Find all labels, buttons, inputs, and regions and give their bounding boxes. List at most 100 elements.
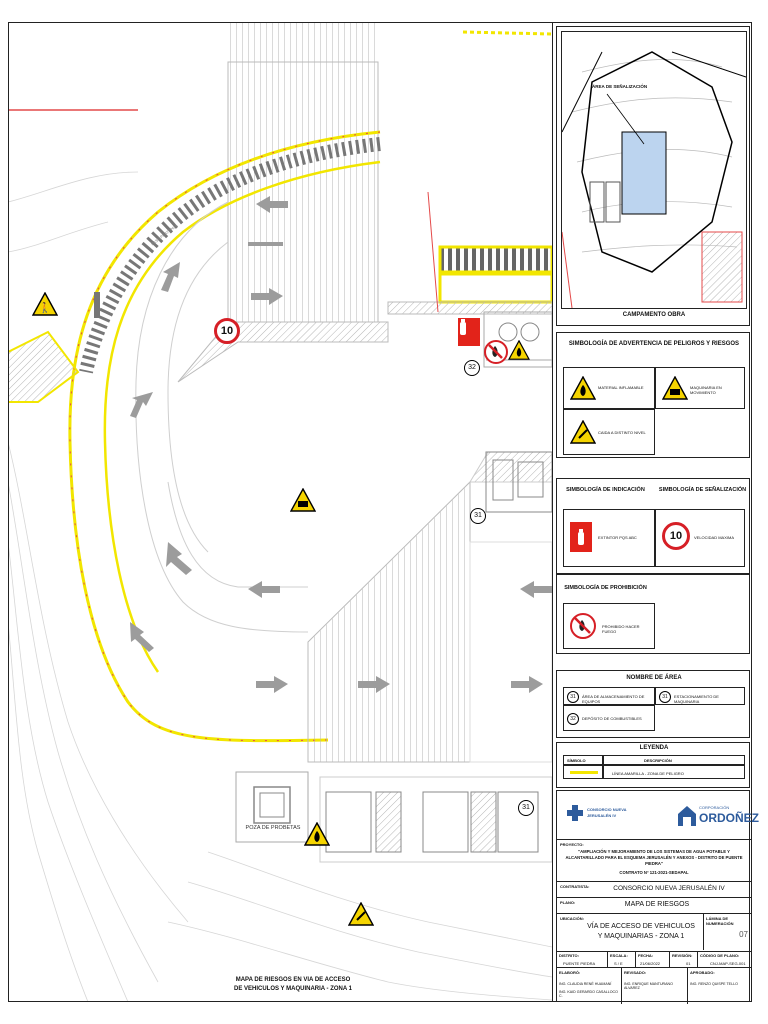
location-row: UBICACIÓN: VÍA DE ACCESO DE VEHICULOS Y … — [557, 913, 751, 950]
legend-panel: LEYENDA SÍMBOLO DESCRIPCIÓN LÍNEA AMARIL… — [556, 742, 750, 788]
area-names-panel: NOMBRE DE ÁREA 31 ÁREA DE ALMACENAMIENTO… — [556, 670, 750, 738]
flammable-icon — [570, 376, 596, 400]
area-name-item: 32 DEPÓSITO DE COMBUSTIBLES — [563, 705, 655, 731]
plan-caption-line1: MAPA DE RIESGOS EN VIA DE ACCESO — [235, 977, 351, 983]
contractor-value: CONSORCIO NUEVA JERUSALÉN IV — [613, 885, 725, 892]
area-name-label: ÁREA DE ALMACENAMIENTO DE EQUIPOS — [582, 694, 645, 704]
drawn-cell: ELABORÓ: ING. CLAUDIA RENÉ HUAMANÍ ING. … — [557, 968, 621, 1004]
legend-row-description: LÍNEA AMARILLA - ZONA DE PELIGRO — [603, 765, 745, 779]
indication-label: EXTINTOR PQS ABC — [598, 535, 637, 540]
location-map-caption: CAMPAMENTO OBRA — [622, 312, 686, 318]
hazard-item-fall: CAIDA A DISTINTO NIVEL — [563, 409, 655, 455]
scale-cell: ESCALA: S / E — [607, 952, 636, 968]
approved-cell: APROBADO: ING. RENZO QUISPE TELLO — [687, 968, 752, 1004]
hazard-label: MATERIAL INFLAMABLE — [598, 385, 644, 390]
legend-row-symbol — [563, 765, 603, 779]
contractor-label: CONTRATISTA: — [560, 884, 590, 889]
area-num-badge: 31 — [659, 691, 671, 703]
area-num-badge: 32 — [567, 713, 579, 725]
date-cell: FECHA: 21/06/2022 — [635, 952, 670, 968]
corp-big-text: ORDOÑEZ — [699, 811, 759, 825]
revision-value: 01 — [686, 961, 691, 966]
approved-label: APROBADO: — [690, 970, 715, 975]
approver-name: ING. RENZO QUISPE TELLO — [690, 982, 738, 986]
reviewed-label: REVISADO: — [624, 970, 647, 975]
revision-label: REVISIÓN: — [672, 953, 693, 958]
house-icon — [678, 806, 696, 826]
area-name-label: ESTACIONAMIENTO DE MAQUINARIA — [674, 694, 719, 704]
code-label: CÓDIGO DE PLANO: — [700, 953, 740, 958]
speed-limit-value: 10 — [220, 325, 234, 337]
plan-drawing: PASE PEATONAL 🚶 10 32 31 31 POZA DE PROB… — [8, 22, 552, 1002]
area-name-item: 31 ESTACIONAMIENTO DE MAQUINARIA — [655, 687, 745, 705]
speed-limit-sign: 10 — [214, 318, 240, 344]
contractor-row: CONTRATISTA: CONSORCIO NUEVA JERUSALÉN I… — [557, 881, 751, 896]
location-line2: Y MAQUINARIAS - ZONA 1 — [597, 933, 685, 940]
project-block: PROYECTO: "AMPLIACIÓN Y MEJORAMIENTO DE … — [557, 839, 751, 880]
legend-header-description: DESCRIPCIÓN — [603, 755, 745, 765]
prohibition-item: PROHIBIDO HACER FUEGO — [563, 603, 655, 649]
no-fire-icon — [570, 613, 596, 639]
code-cell: CÓDIGO DE PLANO: CNJ-MAP-SEG-001 — [697, 952, 752, 968]
plan-caption: MAPA DE RIESGOS EN VIA DE ACCESO DE VEHI… — [218, 976, 368, 994]
district-value: PUENTE PIEDRA — [563, 961, 596, 966]
prohibition-panel: SIMBOLOGÍA DE PROHIBICIÓN PROHIBIDO HACE… — [556, 574, 750, 654]
hazard-label: CAIDA A DISTINTO NIVEL — [598, 430, 646, 435]
consortium-logo: CONSORCIO NUEVA JERUSALÉN IV — [563, 797, 653, 835]
area-number-badge: 31 — [470, 508, 486, 524]
hazard-item-machinery: MAQUINARIA EN MOVIMIENTO — [655, 367, 745, 409]
meta-row: DISTRITO: PUENTE PIEDRA ESCALA: S / E FE… — [557, 951, 751, 968]
sheet-label: LÁMINA DE NUMERACIÓN — [706, 916, 734, 926]
hazard-warnings-panel: SIMBOLOGÍA DE ADVERTENCIA DE PELIGROS Y … — [556, 332, 750, 458]
reviewer-name: ING. ENRIQUE MANTURANO ALVAREZ — [624, 982, 673, 990]
location-label: UBICACIÓN: — [560, 916, 584, 921]
signage-label: VELOCIDAD MAXIMA — [694, 535, 735, 540]
machinery-icon — [662, 376, 688, 400]
legend-col-symbol: SÍMBOLO — [567, 758, 586, 763]
corp-small-text: CORPORACIÓN — [699, 805, 730, 810]
sheet-frame — [8, 22, 752, 1002]
corporation-logo: CORPORACIÓN ORDOÑEZ — [677, 799, 759, 833]
sheet-divider — [552, 22, 553, 1002]
prohibition-title: SIMBOLOGÍA DE PROHIBICIÓN — [564, 585, 647, 591]
district-label: DISTRITO: — [559, 953, 579, 958]
consortium-logo-text: CONSORCIO NUEVA JERUSALÉN IV — [587, 807, 627, 818]
code-value: CNJ-MAP-SEG-001 — [710, 961, 746, 966]
signage-title: SIMBOLOGÍA DE SEÑALIZACIÓN — [658, 487, 747, 493]
drawn-label: ELABORÓ: — [559, 970, 581, 975]
speed-limit-icon: 10 — [662, 522, 690, 550]
signatures-row: ELABORÓ: ING. CLAUDIA RENÉ HUAMANÍ ING. … — [557, 967, 751, 1004]
location-map-panel: ÁREA DE SEÑALIZACIÓN CAMPAMENTO OBRA — [556, 26, 750, 326]
plan-row: PLANO: MAPA DE RIESGOS — [557, 897, 751, 912]
location-line1: VÍA DE ACCESO DE VEHICULOS — [587, 923, 695, 930]
plan-caption-line2: DE VEHICULOS Y MAQUINARIA - ZONA 1 — [233, 986, 352, 992]
legend-col-description: DESCRIPCIÓN — [644, 758, 672, 763]
date-value: 21/06/2022 — [640, 961, 661, 966]
prohibition-label: PROHIBIDO HACER FUEGO — [602, 624, 640, 634]
signage-item: 10 VELOCIDAD MAXIMA — [655, 509, 745, 567]
sheet-cell: LÁMINA DE NUMERACIÓN 07 — [703, 914, 752, 950]
extinguisher-icon — [570, 522, 592, 552]
pool-label: POZA DE PROBETAS — [245, 825, 301, 831]
location-map: ÁREA DE SEÑALIZACIÓN — [561, 31, 747, 309]
title-block: CONSORCIO NUEVA JERUSALÉN IV CORPORACIÓN… — [556, 790, 759, 1004]
district-cell: DISTRITO: PUENTE PIEDRA — [557, 952, 607, 968]
area-name-label: DEPÓSITO DE COMBUSTIBLES — [582, 716, 642, 721]
legend-row-label: LÍNEA AMARILLA - ZONA DE PELIGRO — [612, 771, 684, 776]
signage-area-callout: ÁREA DE SEÑALIZACIÓN — [592, 84, 648, 89]
area-number-badge: 31 — [518, 800, 534, 816]
scale-label: ESCALA: — [610, 953, 628, 958]
sheet-number: 07 — [739, 930, 748, 939]
area-num-badge: 31 — [567, 691, 579, 703]
plan-label: PLANO: — [560, 900, 576, 905]
drawer-2: ING. KAID GERARDO CASALLOCO C. — [559, 990, 618, 998]
speed-limit-icon-value: 10 — [669, 530, 683, 542]
no-fire-sign — [484, 340, 508, 364]
indication-title: SIMBOLOGÍA DE INDICACIÓN — [566, 487, 645, 493]
project-label: PROYECTO: — [560, 842, 584, 847]
hazard-warnings-title: SIMBOLOGÍA DE ADVERTENCIA DE PELIGROS Y … — [568, 341, 740, 347]
fall-icon — [570, 420, 596, 444]
scale-value: S / E — [614, 961, 623, 966]
legend-title: LEYENDA — [639, 745, 669, 751]
plan-value: MAPA DE RIESGOS — [624, 901, 690, 908]
